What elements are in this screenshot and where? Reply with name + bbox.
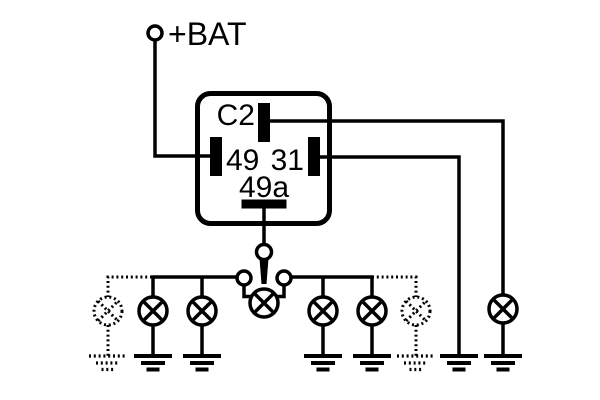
bus-left	[151, 275, 237, 297]
relay-outline	[195, 91, 332, 226]
bus-left-dotted	[106, 275, 152, 297]
ground-left-inner-icon	[181, 354, 223, 372]
lamp-right-inner-icon	[307, 295, 339, 327]
pin-49a	[241, 199, 287, 209]
wire-c2-to-lamp	[270, 119, 505, 295]
ground-right-inner-icon	[302, 354, 344, 372]
pin-c2	[258, 103, 270, 142]
wire-31-to-ground	[320, 155, 461, 356]
lamp-right-outer-icon	[356, 295, 388, 327]
lamp-left-outer-icon	[137, 295, 169, 327]
lamp-c2-icon	[487, 293, 519, 325]
ground-left-outer-icon	[132, 354, 174, 372]
switch-contact-left	[235, 269, 253, 287]
pin-49	[210, 137, 222, 176]
ground-right-outer-icon	[351, 354, 393, 372]
label-31: 31	[271, 144, 304, 177]
ground-optional-right-icon	[395, 354, 437, 372]
label-c2: C2	[217, 99, 255, 132]
label-49a: 49a	[239, 171, 289, 204]
battery-terminal-circle	[146, 24, 164, 42]
pin-31	[308, 137, 320, 176]
switch-pivot-circle	[254, 242, 274, 262]
wire-battery-to-49	[153, 41, 211, 158]
lamp-left-inner-icon	[186, 295, 218, 327]
ground-c2-icon	[482, 354, 524, 372]
lamp-optional-left-icon	[92, 295, 124, 327]
bus-right	[291, 275, 374, 297]
pilot-lamp-icon	[248, 287, 280, 319]
switch-lever	[259, 258, 269, 284]
lamp-optional-right-icon	[400, 295, 432, 327]
battery-label: +BAT	[168, 16, 247, 52]
bus-right-dotted	[372, 275, 418, 297]
label-49: 49	[226, 144, 259, 177]
ground-optional-left-icon	[87, 354, 129, 372]
switch-contact-right	[275, 269, 293, 287]
ground-31-icon	[438, 354, 480, 372]
